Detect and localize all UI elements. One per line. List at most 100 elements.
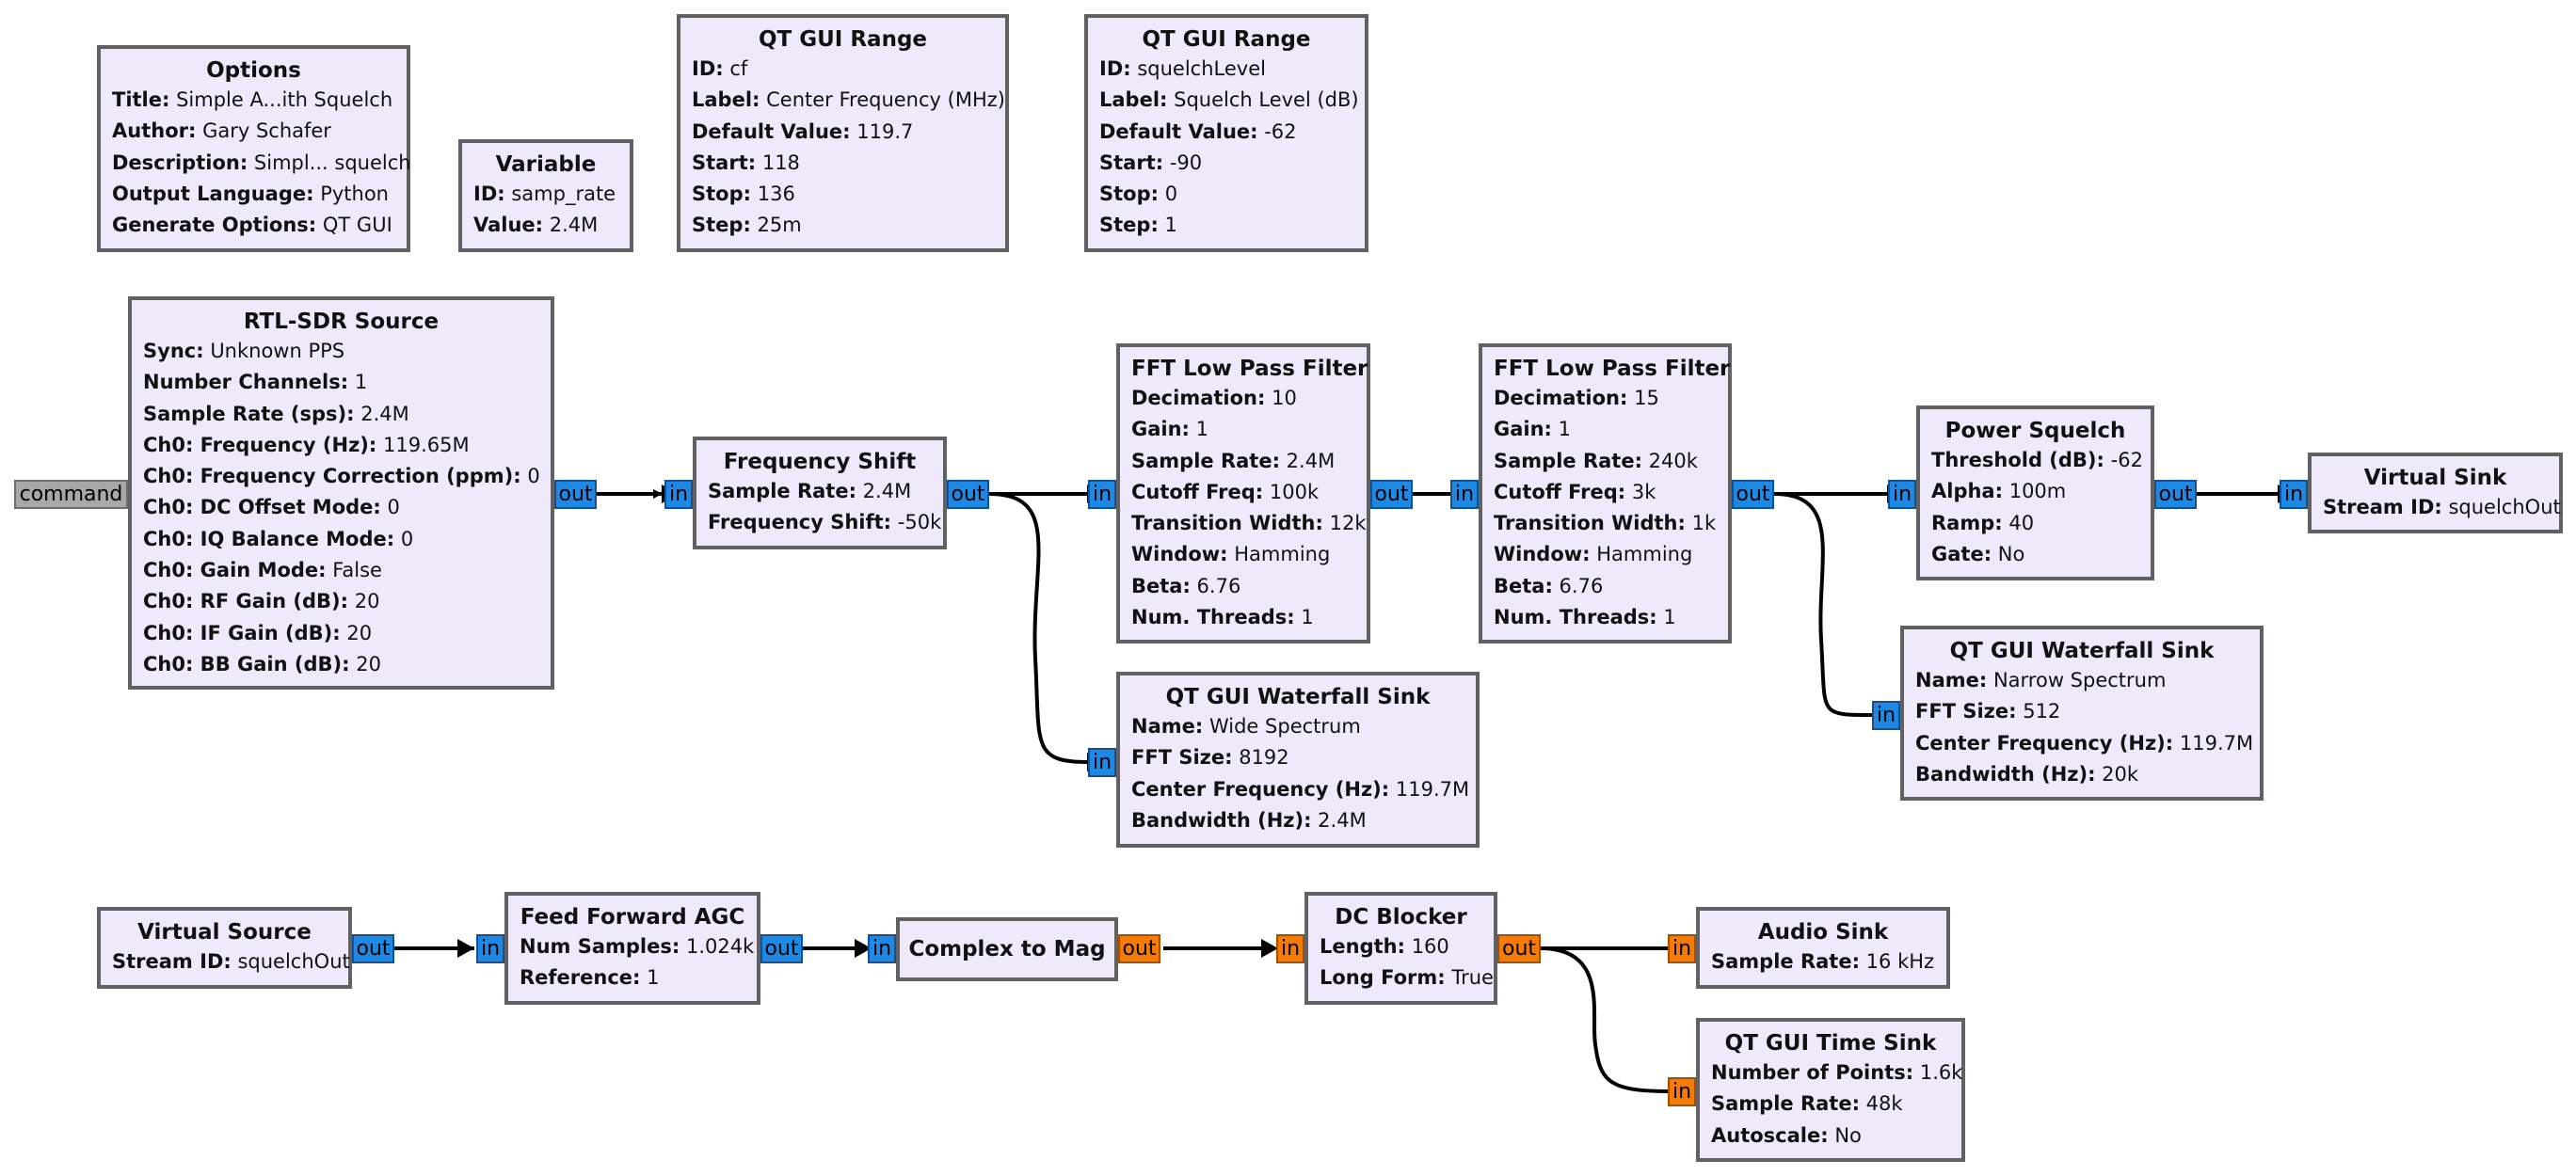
param-key: Start: <box>1099 151 1164 174</box>
agc-in-port[interactable]: in <box>476 934 504 963</box>
param-key: Decimation: <box>1131 387 1266 409</box>
block-param: Step: 1 <box>1099 210 1353 241</box>
block-param: Ch0: Frequency Correction (ppm): 0 <box>143 461 540 492</box>
param-value: QT GUI <box>322 214 392 237</box>
param-value: 20 <box>346 621 373 644</box>
param-value: cf <box>729 57 748 80</box>
block-param: Sample Rate: 240k <box>1494 446 1717 477</box>
param-key: Ch0: DC Offset Mode: <box>143 496 381 519</box>
param-value: 2.4M <box>862 480 912 502</box>
block-param: Alpha: 100m <box>1931 476 2139 507</box>
wire-lpf2-to-wf-narrow <box>1773 492 1874 717</box>
block-param: Cutoff Freq: 100k <box>1131 477 1355 508</box>
block-title: Audio Sink <box>1757 920 1889 945</box>
param-value: 48k <box>1865 1092 1903 1116</box>
block-param: Decimation: 10 <box>1131 383 1355 414</box>
dcb-out-port[interactable]: out <box>1497 934 1541 963</box>
param-value: 118 <box>761 151 800 174</box>
lpf1-in-port[interactable]: in <box>1088 480 1116 509</box>
block-param: Frequency Shift: -50k <box>708 507 941 538</box>
block-title: Virtual Sink <box>2363 466 2507 490</box>
block-param: Ch0: IF Gain (dB): 20 <box>143 618 539 649</box>
block-title: FFT Low Pass Filter <box>1131 357 1368 381</box>
complex-to-mag-block[interactable]: Complex to Mag <box>896 917 1118 981</box>
param-value: Python <box>320 182 389 205</box>
block-param: Length: 160 <box>1320 931 1482 962</box>
param-key: Sample Rate: <box>1711 950 1860 973</box>
c2mag-out-port[interactable]: out <box>1118 934 1160 963</box>
param-key: Beta: <box>1131 574 1191 597</box>
block-param: ID: cf <box>692 54 994 85</box>
param-value: 1 <box>1558 418 1572 441</box>
block-param: Long Form: True <box>1320 962 1494 993</box>
wf-narrow-in-port[interactable]: in <box>1872 701 1900 730</box>
param-key: Transition Width: <box>1131 512 1323 535</box>
block-param: Output Language: Python <box>112 179 395 210</box>
block-param: Generate Options: QT GUI <box>112 210 395 241</box>
param-key: ID: <box>692 57 724 80</box>
lpf2-in-port[interactable]: in <box>1450 480 1479 509</box>
psq-out-port[interactable]: out <box>2154 480 2197 509</box>
wire-dcb-to-tsink <box>1540 946 1672 1093</box>
tsink-in-port[interactable]: in <box>1668 1077 1696 1106</box>
param-value: 1.024k <box>685 935 755 958</box>
vsink-in-port[interactable]: in <box>2280 480 2308 509</box>
psq-in-port[interactable]: in <box>1888 480 1916 509</box>
param-value: 1.6k <box>1919 1061 1963 1084</box>
dcb-in-port[interactable]: in <box>1276 934 1304 963</box>
param-key: Name: <box>1915 669 1988 691</box>
param-value: 240k <box>1648 449 1698 472</box>
rtl-out-port[interactable]: out <box>554 480 597 509</box>
param-key: Sample Rate (sps): <box>143 402 355 425</box>
param-value: 0 <box>387 496 400 519</box>
param-value: 2.4M <box>360 402 409 425</box>
block-param: FFT Size: 512 <box>1915 696 2248 727</box>
vsrc-out-port[interactable]: out <box>352 934 394 963</box>
param-key: Stop: <box>1099 183 1160 206</box>
lpf2-out-port[interactable]: out <box>1732 480 1774 509</box>
param-key: Window: <box>1494 543 1591 566</box>
c2mag-in-port[interactable]: in <box>868 934 896 963</box>
agc-out-port[interactable]: out <box>760 934 803 963</box>
param-value: 40 <box>2008 511 2035 534</box>
block-param: Center Frequency (Hz): 119.7M <box>1131 774 1469 805</box>
block-param: Start: 118 <box>692 148 994 179</box>
param-key: Frequency Shift: <box>708 511 892 534</box>
rtl-command-port[interactable]: command <box>14 480 128 509</box>
block-param: Sample Rate: 48k <box>1711 1089 1950 1120</box>
block-param: Step: 25m <box>692 210 994 241</box>
block-param: Num. Threads: 1 <box>1494 602 1717 633</box>
param-value: 1 <box>647 966 660 990</box>
param-key: Length: <box>1320 935 1405 958</box>
param-value: squelchOut <box>237 950 350 973</box>
lpf1-out-port[interactable]: out <box>1370 480 1413 509</box>
wf-wide-in-port[interactable]: in <box>1088 748 1116 777</box>
fshift-out-port[interactable]: out <box>947 480 989 509</box>
param-key: Center Frequency (Hz): <box>1915 731 2174 755</box>
param-key: Title: <box>112 88 170 111</box>
block-param: Sample Rate: 16 kHz <box>1711 946 1935 977</box>
block-title: Variable <box>495 152 597 177</box>
fshift-in-port[interactable]: in <box>664 480 693 509</box>
audio-in-port[interactable]: in <box>1668 934 1696 963</box>
param-value: 10 <box>1272 387 1297 409</box>
block-param: FFT Size: 8192 <box>1131 742 1464 773</box>
block-param: Number of Points: 1.6k <box>1711 1057 1962 1089</box>
